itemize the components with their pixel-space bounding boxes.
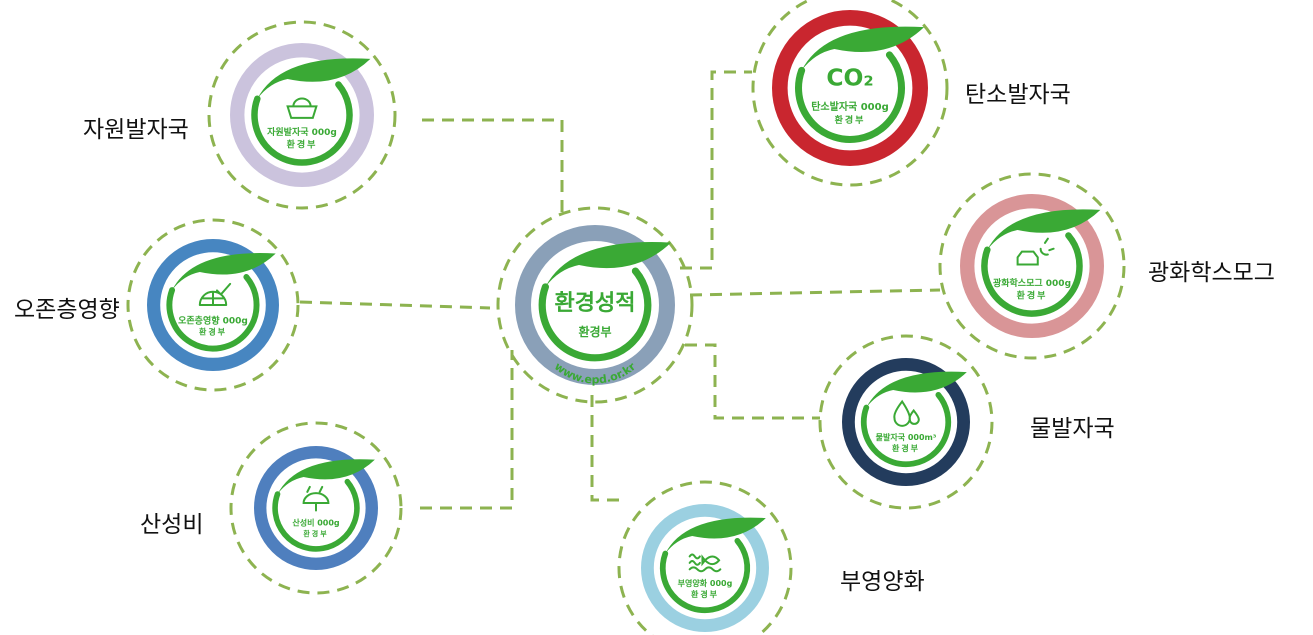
badge-ministry: 환경부 [287,138,318,150]
water-drop-icon [893,399,920,427]
water-drop-icon [893,399,920,427]
leaf-icon [866,371,967,408]
label-ozone: 오존층영향 [14,297,120,323]
green-arc [795,51,905,143]
ozone-globe-icon [198,282,232,306]
leaf-icon [801,26,925,71]
leaf-icon [987,209,1101,250]
badge-ministry: 환경부 [691,589,719,599]
label-carbon: 탄소발자국 [965,82,1071,108]
badge-text: 광화학스모그 000g [993,277,1071,289]
dashed-outline [617,480,793,635]
connector-line [685,343,820,420]
badge-text: 산성비 000g [292,517,340,527]
badge-ministry: 환경부 [1017,289,1048,301]
connector-line [680,70,752,270]
label-water: 물발자국 [1030,416,1115,442]
badge-ministry: 환경부 [835,114,866,126]
dashed-outline [496,206,694,404]
green-arc [166,274,260,352]
dashed-outline [938,172,1126,360]
green-arc [981,232,1083,317]
leaf-icon [172,253,276,291]
badge-text: 탄소발자국 000g [811,100,889,113]
ozone-globe-icon [198,282,232,306]
co2-icon: CO₂ [826,64,873,92]
car-sun-icon [1016,237,1055,266]
car-sun-icon [1016,237,1055,266]
leaf-icon [277,459,375,495]
leaf-icon [665,517,766,554]
badge-text: 부영양화 000g [678,578,733,588]
fish-wave-icon [688,553,722,573]
badge-acid-rain: 산성비 000g 환경부 [229,421,403,595]
label-acid-rain: 산성비 [140,512,204,538]
label-smog: 광화학스모그 [1148,260,1275,286]
label-resource: 자원발자국 [83,117,189,143]
green-arc [251,81,353,166]
dashed-outline [207,20,397,210]
leaf-icon [257,58,371,99]
green-arc [860,391,952,468]
dashed-outline [126,218,300,392]
badge-text: 오존층영향 000g [178,314,248,326]
leaf-icon [545,242,671,287]
basket-icon [286,97,318,119]
badge-text: 물발자국 000m³ [876,432,937,442]
connector-line [422,118,564,215]
green-arc [538,267,652,362]
badge-ministry: 환경부 [199,327,227,337]
connector-line [420,350,514,510]
dashed-outline [751,0,949,187]
dashed-outline [229,421,403,595]
basket-icon [286,97,318,119]
connector-line [299,300,491,310]
badge-ministry: 환경부 [303,529,328,538]
green-arc [272,478,360,552]
center-title: 환경성적 [555,291,636,316]
co2-icon: CO₂ [826,64,873,92]
fish-wave-icon [688,553,722,573]
badge-text: 자원발자국 000g [267,126,337,138]
green-arc [659,537,751,614]
badge-ministry: 환경부 [892,443,920,453]
umbrella-icon [302,485,330,512]
label-eutrophication: 부영양화 [840,569,925,595]
center-ministry: 환경부 [578,324,611,339]
umbrella-icon [302,485,330,512]
connector-line [689,288,941,297]
dashed-outline [818,334,994,510]
connector-line [590,395,625,502]
